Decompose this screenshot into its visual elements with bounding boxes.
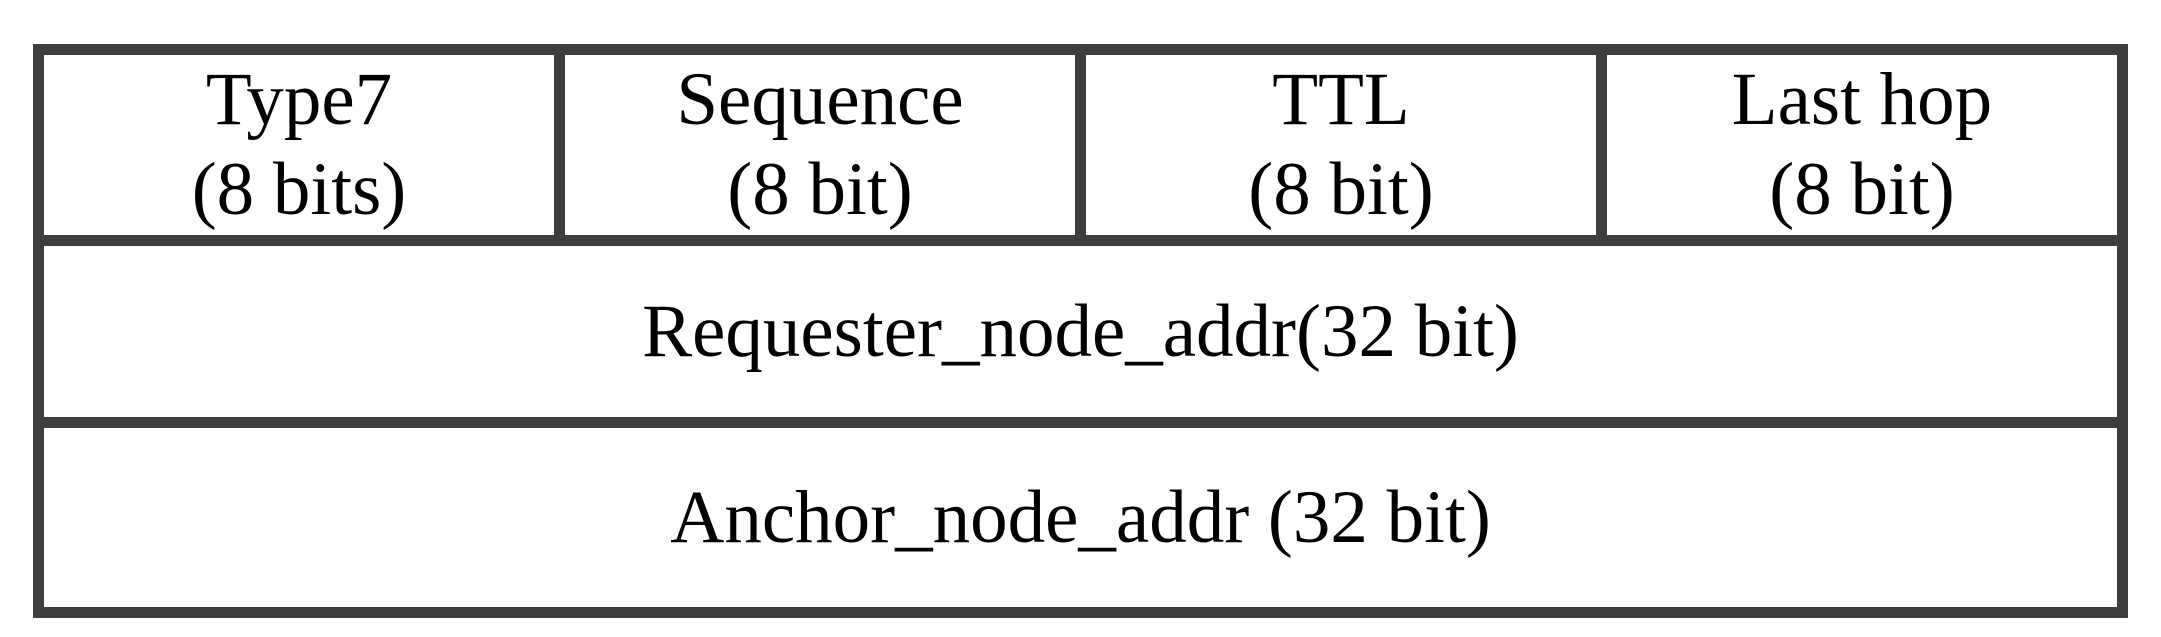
- field-name-sequence: Sequence: [676, 58, 964, 141]
- field-cell-sequence: Sequence (8 bit): [554, 44, 1086, 246]
- field-cell-anchor-node-addr: Anchor_node_addr (32 bit): [33, 417, 2128, 618]
- field-cell-requester-node-addr: Requester_node_addr(32 bit): [33, 235, 2128, 428]
- field-cell-last-hop: Last hop (8 bit): [1596, 44, 2128, 246]
- field-size-sequence: (8 bit): [727, 148, 913, 231]
- field-size-type: (8 bits): [191, 148, 407, 231]
- packet-format-table: Type7 (8 bits) Sequence (8 bit) TTL (8 b…: [33, 44, 2128, 618]
- field-name-type: Type7: [205, 58, 393, 141]
- packet-format-diagram: Type7 (8 bits) Sequence (8 bit) TTL (8 b…: [33, 44, 2128, 618]
- field-cell-ttl: TTL (8 bit): [1075, 44, 1607, 246]
- field-label-anchor-node-addr: Anchor_node_addr (32 bit): [670, 475, 1491, 559]
- field-size-ttl: (8 bit): [1248, 148, 1434, 231]
- field-name-ttl: TTL: [1272, 58, 1410, 141]
- field-cell-type: Type7 (8 bits): [33, 44, 565, 246]
- requester-node-addr-row: Requester_node_addr(32 bit): [33, 235, 2128, 428]
- field-label-requester-node-addr: Requester_node_addr(32 bit): [642, 289, 1519, 373]
- anchor-node-addr-row: Anchor_node_addr (32 bit): [33, 417, 2128, 618]
- field-size-last-hop: (8 bit): [1769, 148, 1955, 231]
- header-fields-row: Type7 (8 bits) Sequence (8 bit) TTL (8 b…: [33, 44, 2128, 246]
- field-name-last-hop: Last hop: [1731, 58, 1993, 141]
